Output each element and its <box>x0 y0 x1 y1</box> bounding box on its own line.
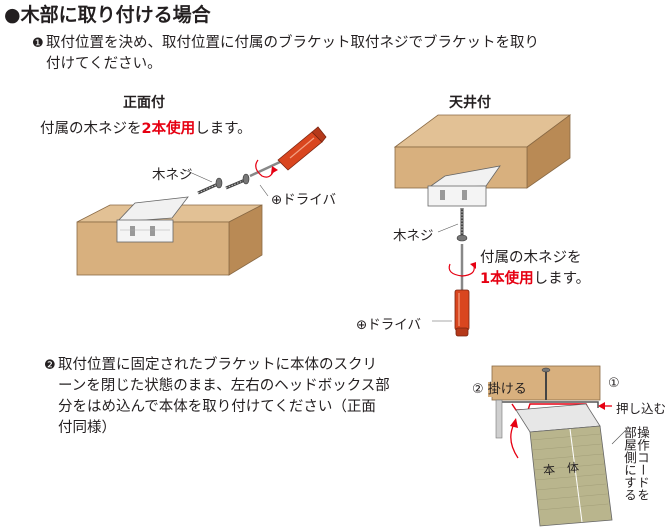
front-note-em: 2本使用 <box>141 121 196 137</box>
front-note: 付属の木ネジを2本使用します。 <box>40 117 252 138</box>
front-screw-label: 木ネジ <box>152 167 193 183</box>
front-bracket <box>116 196 189 243</box>
detail-cord-col2: 部屋側にする <box>622 426 637 501</box>
detail-cord-col1: 操作コードを <box>635 426 650 501</box>
step2-line1: 取付位置に固定されたブラケットに本体のスクリ <box>58 357 377 373</box>
detail-hook-text: 掛ける <box>487 382 527 397</box>
front-driver-leader <box>259 184 269 197</box>
ceiling-mount-illustration <box>393 114 572 337</box>
front-mount-illustration <box>76 126 327 276</box>
ceiling-screw-leader <box>437 223 459 233</box>
detail-push-text: 押し込む <box>616 401 665 416</box>
page-title: ●木部に取り付ける場合 <box>4 4 211 26</box>
front-rotate-arrowhead <box>271 166 278 174</box>
step1-line1: 取付位置を決め、取付位置に付属のブラケット取付ネジでブラケットを取り <box>46 35 539 51</box>
ceiling-note: 付属の木ネジを 1本使用します。 <box>480 248 590 290</box>
step2-line2: ーンを閉じた状態のまま、左右のヘッドボックス部 <box>58 378 390 394</box>
ceiling-screwdriver <box>454 244 470 337</box>
front-screwdriver <box>249 126 327 178</box>
front-rotate-arrow <box>255 159 275 178</box>
ceiling-bracket <box>426 165 501 207</box>
detail-blind-body <box>515 403 613 527</box>
ceiling-note-em: 1本使用 <box>480 271 534 287</box>
front-header: 正面付 <box>123 95 165 111</box>
detail-push-num: ① <box>608 376 620 391</box>
detail-cord-note: 操作コードを部屋側にする <box>622 426 650 532</box>
ceiling-note-post: します。 <box>533 271 591 287</box>
front-screw-leader <box>184 169 213 183</box>
step1-line2: 付けてください。 <box>46 56 162 72</box>
front-driver-label: ⊕ドライバ <box>271 192 337 208</box>
detail-hook-arrow <box>510 423 519 459</box>
detail-body-label: 本 体 <box>542 460 580 478</box>
ceiling-screw-label: 木ネジ <box>393 228 434 244</box>
step1-number: ❶ <box>32 36 44 51</box>
detail-hook-label: ② 掛ける <box>472 378 527 397</box>
ceiling-screw <box>456 208 468 242</box>
front-note-pre: 付属の木ネジを <box>40 121 142 137</box>
detail-hook-num: ② <box>472 382 484 397</box>
step2-line4: 付同様） <box>58 420 116 436</box>
ceiling-rotate-arrow <box>448 263 475 277</box>
ceiling-driver-label: ⊕ドライバ <box>356 317 422 333</box>
ceiling-rotate-arrowhead <box>470 262 476 269</box>
front-screws <box>197 173 250 195</box>
ceiling-note-line1: 付属の木ネジを <box>480 250 582 266</box>
step2-line3: 分をはめ込んで本体を取り付けてください（正面 <box>58 399 376 415</box>
ceiling-header: 天井付 <box>449 95 491 111</box>
front-note-post: します。 <box>195 121 252 137</box>
step2-number: ❷ <box>44 358 56 373</box>
